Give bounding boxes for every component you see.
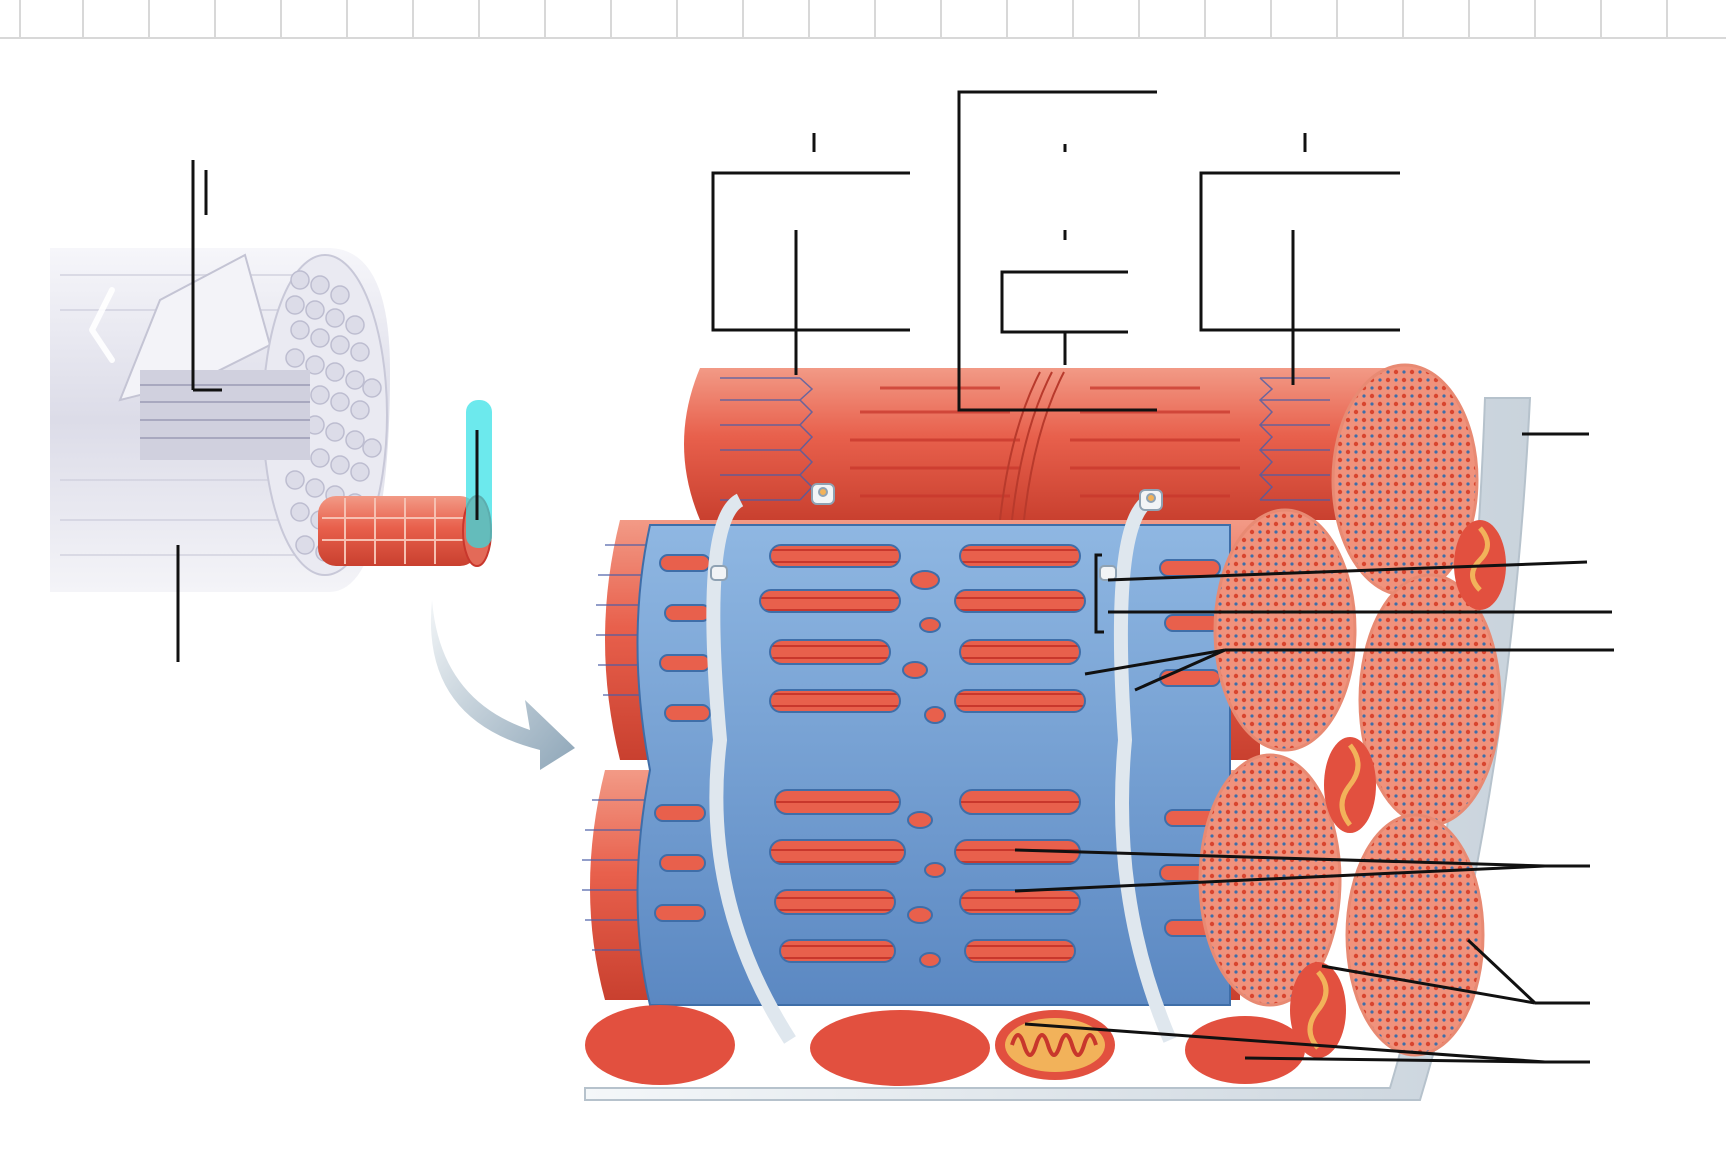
top-ruler xyxy=(0,0,1726,39)
mitochondrion-cutaway xyxy=(995,1010,1115,1080)
extracted-myofibril xyxy=(318,495,492,567)
exposed-myofibrils xyxy=(140,370,310,460)
t-tubule-openings xyxy=(710,483,1163,581)
leader-lines-right xyxy=(711,90,1614,1064)
t-tubules xyxy=(706,493,1177,1044)
myofibril-top xyxy=(684,368,1420,521)
muscle-fiber-illustration xyxy=(50,248,492,592)
back-chevron-icon[interactable] xyxy=(89,287,115,363)
sarcoplasmic-reticulum xyxy=(636,524,1231,1006)
arrow-icon xyxy=(430,600,575,770)
highlighter-mark xyxy=(466,400,492,548)
leader-lines-left xyxy=(176,160,479,662)
